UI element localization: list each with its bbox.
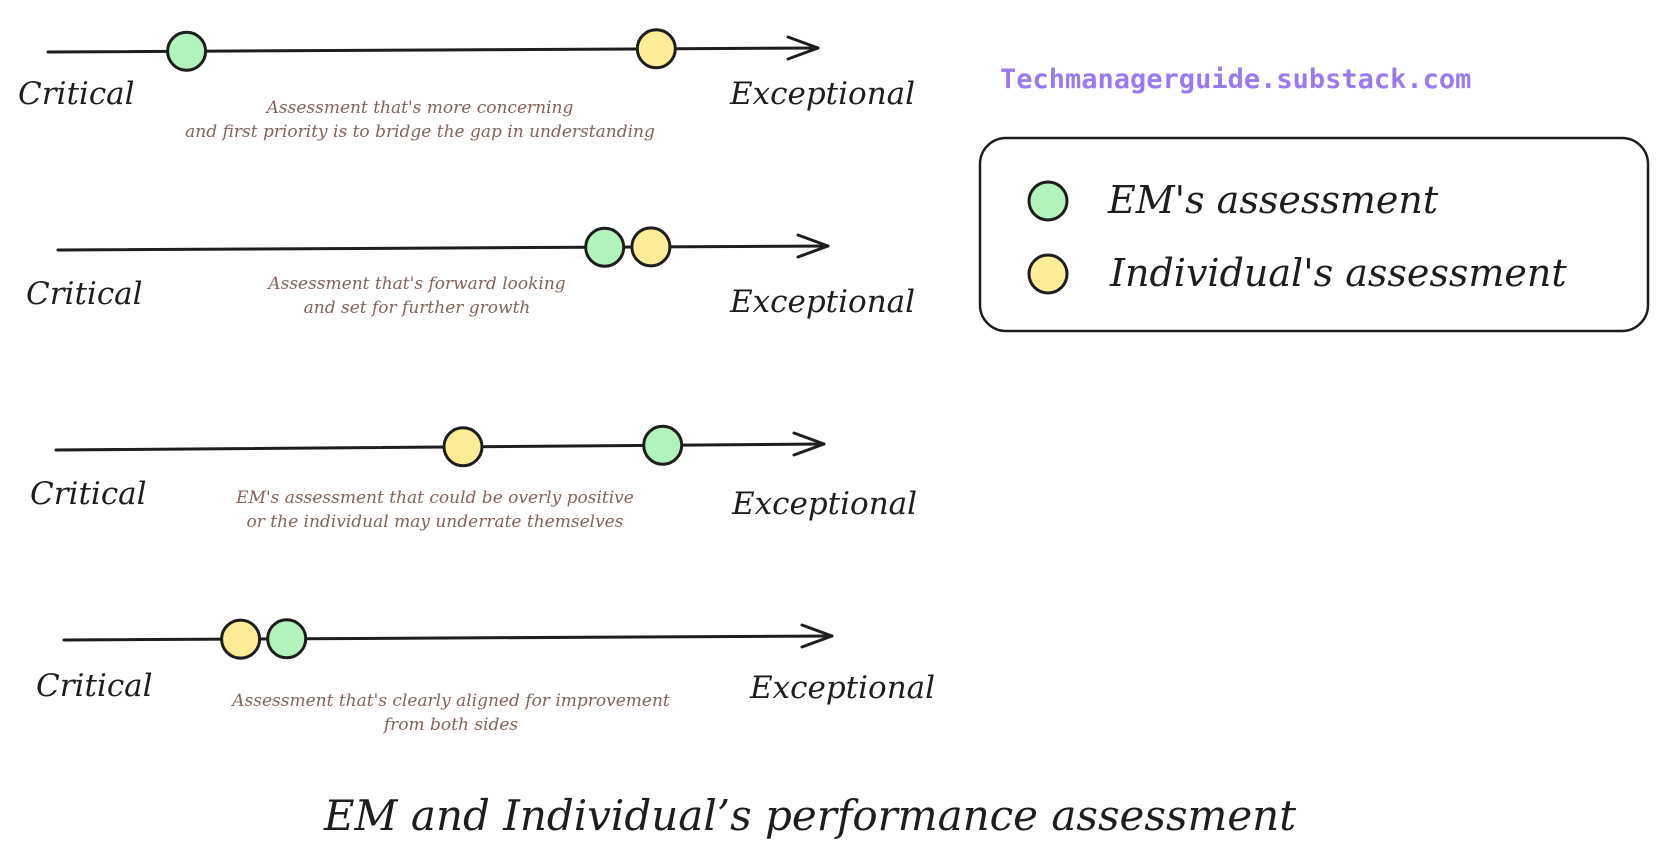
scale-arrow-head: [786, 35, 820, 61]
scale-description-line: Assessment that's forward looking: [266, 274, 565, 294]
legend-individual-label: Individual's assessment: [1109, 251, 1567, 295]
scale-arrow-head: [796, 233, 830, 259]
scale-description-line: from both sides: [382, 715, 519, 735]
em-assessment-marker: [266, 618, 308, 660]
individual-assessment-marker: [442, 426, 484, 468]
scale-left-label: Critical: [26, 276, 143, 312]
scale-right-label: Exceptional: [729, 76, 915, 112]
assessment-scale-3: Critical Exceptional EM's assessment that …: [30, 424, 917, 532]
scale-arrow-head: [800, 623, 834, 649]
individual-assessment-marker: [630, 226, 672, 268]
legend-em-marker: [1027, 180, 1069, 222]
legend-box: [978, 136, 1650, 333]
scale-arrow-head: [792, 431, 826, 457]
em-assessment-marker: [166, 30, 208, 72]
scale-axis-line: [62, 634, 834, 642]
scale-right-label: Exceptional: [749, 670, 935, 706]
scale-right-label: Exceptional: [729, 284, 915, 320]
scale-axis-line: [46, 46, 820, 54]
individual-assessment-marker: [220, 618, 262, 660]
source-url: Techmanagerguide.substack.com: [1000, 64, 1471, 95]
scale-left-label: Critical: [36, 668, 153, 704]
individual-assessment-marker: [635, 28, 677, 70]
scale-description-line: Assessment that's clearly aligned for im…: [230, 691, 670, 711]
em-assessment-marker: [584, 226, 626, 268]
legend-individual-marker: [1027, 253, 1069, 295]
assessment-scale-2: Critical Exceptional Assessment that's for…: [26, 226, 915, 320]
scale-description-line: and first priority is to bridge the gap …: [185, 122, 655, 142]
scale-description-line: Assessment that's more concerning: [265, 98, 574, 118]
em-assessment-marker: [642, 424, 684, 466]
scale-right-label: Exceptional: [731, 486, 917, 522]
scale-axis-line: [56, 244, 830, 252]
scale-description-line: EM's assessment that could be overly pos…: [235, 488, 634, 508]
legend-em-label: EM's assessment: [1107, 178, 1439, 222]
scale-description-line: or the individual may underrate themselv…: [247, 512, 624, 532]
scale-axis-line: [54, 442, 826, 452]
scale-left-label: Critical: [30, 476, 147, 512]
scale-left-label: Critical: [18, 76, 135, 112]
diagram-title: EM and Individual’s performance assessme…: [323, 791, 1296, 840]
scale-description-line: and set for further growth: [304, 298, 531, 318]
